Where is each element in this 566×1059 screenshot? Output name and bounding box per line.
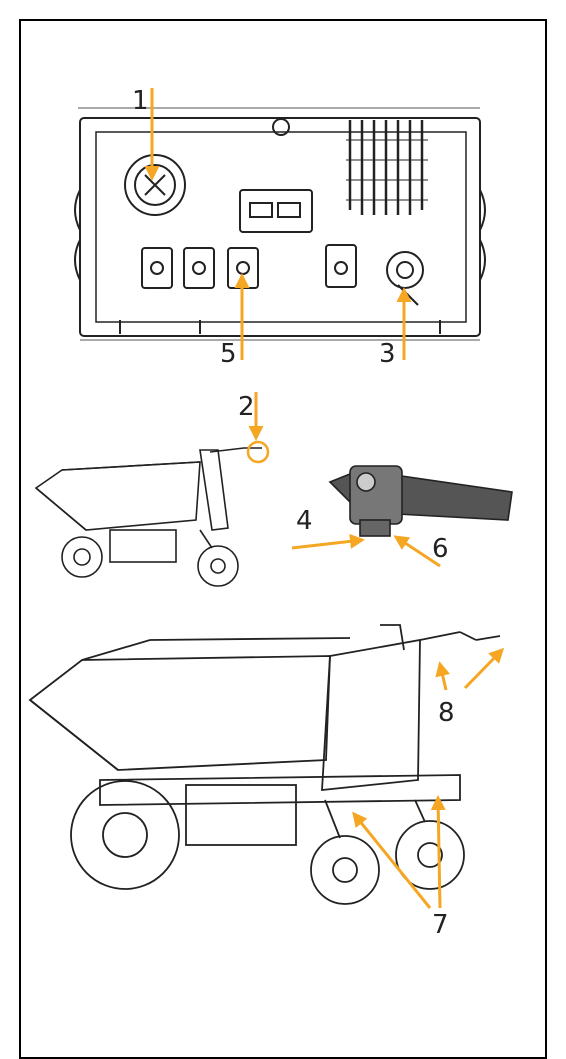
callout-2: 2 (238, 392, 255, 422)
callout-5: 5 (220, 339, 237, 369)
control-panel-illustration (74, 107, 486, 341)
power-switch-icon (141, 244, 357, 289)
large-dumper-illustration (28, 624, 501, 905)
small-dumper-illustration (34, 447, 262, 587)
vent-grille (346, 120, 428, 215)
callout-4: 4 (296, 506, 313, 536)
callout-3: 3 (379, 339, 396, 369)
battery-display-icon (239, 189, 313, 233)
callout-1: 1 (132, 86, 149, 116)
throttle-grip-icon (328, 465, 513, 537)
callout-8: 8 (438, 698, 455, 728)
main-switch-icon (124, 154, 186, 216)
callout-6: 6 (432, 534, 449, 564)
dumper-diagram (28, 88, 513, 909)
callout-7: 7 (432, 910, 449, 940)
